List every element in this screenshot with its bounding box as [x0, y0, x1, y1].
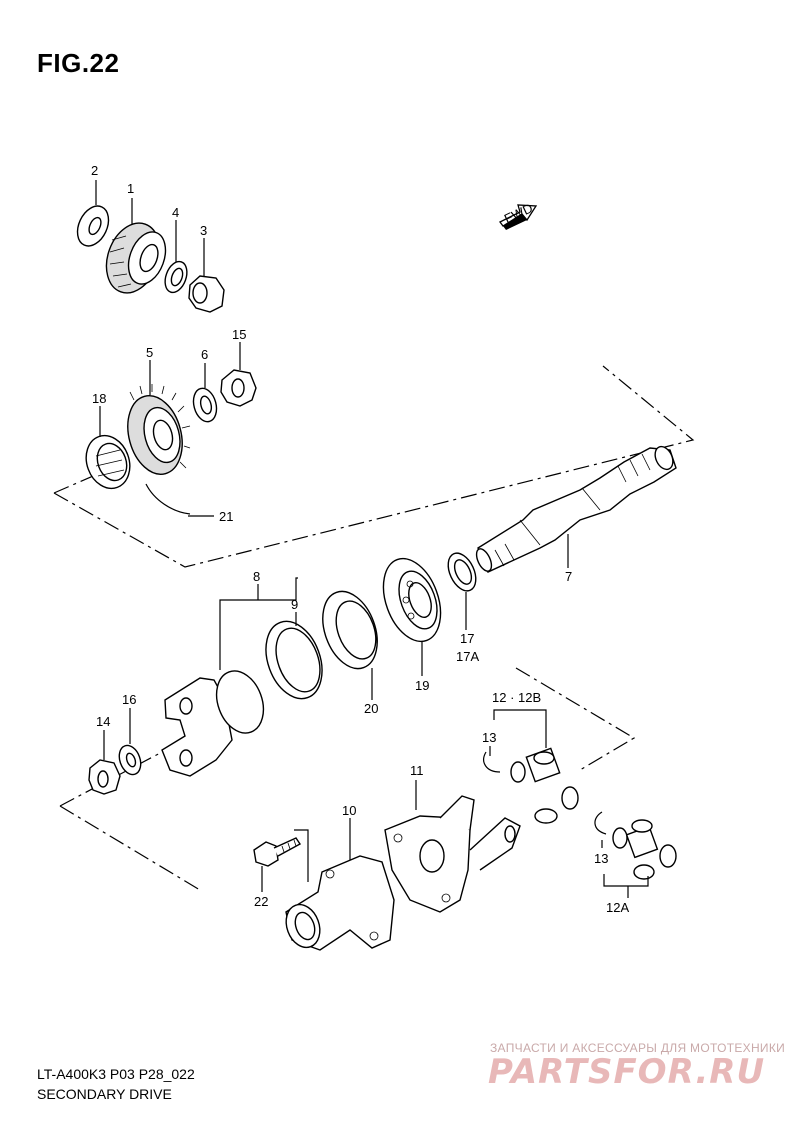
callout-12a: 12A: [606, 900, 629, 915]
part-9-o-ring: [265, 620, 323, 700]
part-12-universal-joint: [510, 747, 579, 824]
part-3-nut: [188, 275, 225, 313]
part-15-nut: [220, 369, 257, 407]
callout-12-12b: 12 · 12B: [492, 690, 541, 705]
callout-13-lower: 13: [594, 851, 608, 866]
callout-11: 11: [410, 763, 424, 778]
callout-20: 20: [364, 701, 378, 716]
callout-16: 16: [122, 692, 136, 707]
callout-9: 9: [291, 597, 298, 612]
callout-6: 6: [201, 347, 208, 362]
fwd-arrow-icon: FWD: [499, 200, 538, 230]
part-1-bevel-gear: [105, 222, 167, 294]
part-5-drive-gear: [127, 384, 191, 475]
part-22-bolt: [253, 837, 302, 867]
part-13-circlip-a: [483, 751, 501, 773]
section-title: SECONDARY DRIVE: [37, 1086, 172, 1102]
watermark-subtitle: ЗАПЧАСТИ И АКСЕССУАРЫ ДЛЯ МОТОТЕХНИКИ: [490, 1041, 786, 1055]
callout-10: 10: [342, 803, 356, 818]
callout-21: 21: [219, 509, 233, 524]
part-18-bearing: [85, 434, 131, 490]
callout-2: 2: [91, 163, 98, 178]
callout-19: 19: [415, 678, 429, 693]
callout-17a: 17A: [456, 649, 479, 664]
part-10-coupling: [285, 855, 395, 951]
part-19-ball-bearing: [382, 557, 442, 643]
part-8-yoke: [161, 670, 265, 777]
callout-1: 1: [127, 181, 134, 196]
callout-14: 14: [96, 714, 110, 729]
callout-18: 18: [92, 391, 106, 406]
callout-17: 17: [460, 631, 474, 646]
part-13-circlip-b: [594, 811, 607, 835]
model-code: LT-A400K3 P03 P28_022: [37, 1066, 195, 1082]
callout-13-upper: 13: [482, 730, 496, 745]
leader-lines: [95, 180, 649, 898]
callout-3: 3: [200, 223, 207, 238]
part-12a-universal-joint: [612, 819, 677, 880]
callout-15: 15: [232, 327, 246, 342]
callout-22: 22: [254, 894, 268, 909]
lower-assembly-frame: [59, 667, 636, 891]
callout-7: 7: [565, 569, 572, 584]
figure-title: FIG.22: [37, 48, 120, 78]
part-2-washer: [76, 205, 110, 247]
callout-numbers: 2 1 4 3 5 6 15 18 21 7 8 9 17 17A 19 20 …: [91, 163, 629, 915]
part-21-circlip: [145, 483, 191, 515]
callout-4: 4: [172, 205, 179, 220]
part-7-secondary-shaft: [475, 445, 677, 573]
part-20-oil-seal: [322, 590, 378, 670]
watermark-logo: PARTSFOR.RU: [488, 1052, 766, 1092]
part-4-washer: [164, 260, 188, 294]
part-17-snap-ring: [447, 552, 477, 592]
part-16-washer: [118, 744, 142, 776]
part-6-washer: [192, 387, 218, 423]
callout-5: 5: [146, 345, 153, 360]
part-11-flange-yoke: [384, 795, 521, 913]
part-14-nut: [88, 759, 121, 795]
callout-8: 8: [253, 569, 260, 584]
